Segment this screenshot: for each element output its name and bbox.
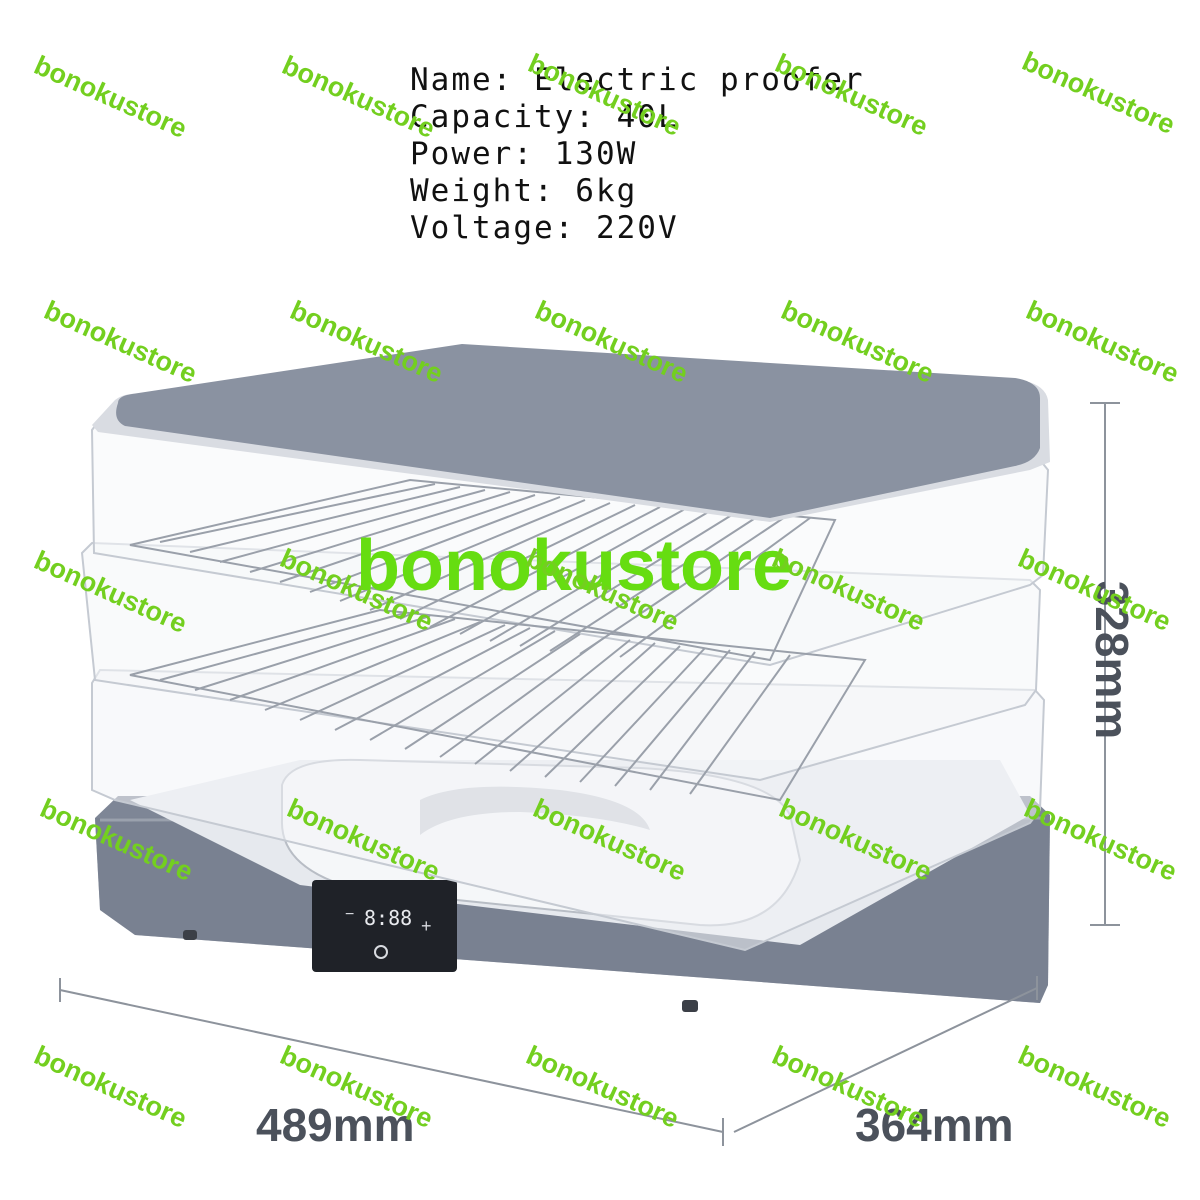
dimension-depth: 364mm xyxy=(855,1099,1014,1151)
spec-weight: Weight: 6kg xyxy=(410,173,638,209)
spec-name: Name: Electric proofer xyxy=(410,62,865,98)
plus-button[interactable]: + xyxy=(421,916,432,936)
dimension-width: 489mm xyxy=(256,1099,415,1151)
foot xyxy=(183,930,197,940)
control-panel[interactable] xyxy=(312,880,457,972)
dimension-lines xyxy=(59,402,1120,1146)
spec-voltage: Voltage: 220V xyxy=(410,210,679,246)
spec-list: Name: Electric proofer Capacity: 40L Pow… xyxy=(410,62,865,247)
minus-button[interactable]: − xyxy=(345,906,354,923)
lid-top xyxy=(116,344,1040,518)
foot xyxy=(682,1000,698,1012)
power-button[interactable] xyxy=(374,945,388,959)
wire-rack-lower xyxy=(129,608,867,802)
watermark-center: bonokustore xyxy=(356,526,793,606)
spec-capacity: Capacity: 40L xyxy=(410,99,679,135)
spec-power: Power: 130W xyxy=(410,136,638,172)
time-display: 8:88 xyxy=(364,906,412,930)
wire-rack-upper xyxy=(129,478,837,662)
